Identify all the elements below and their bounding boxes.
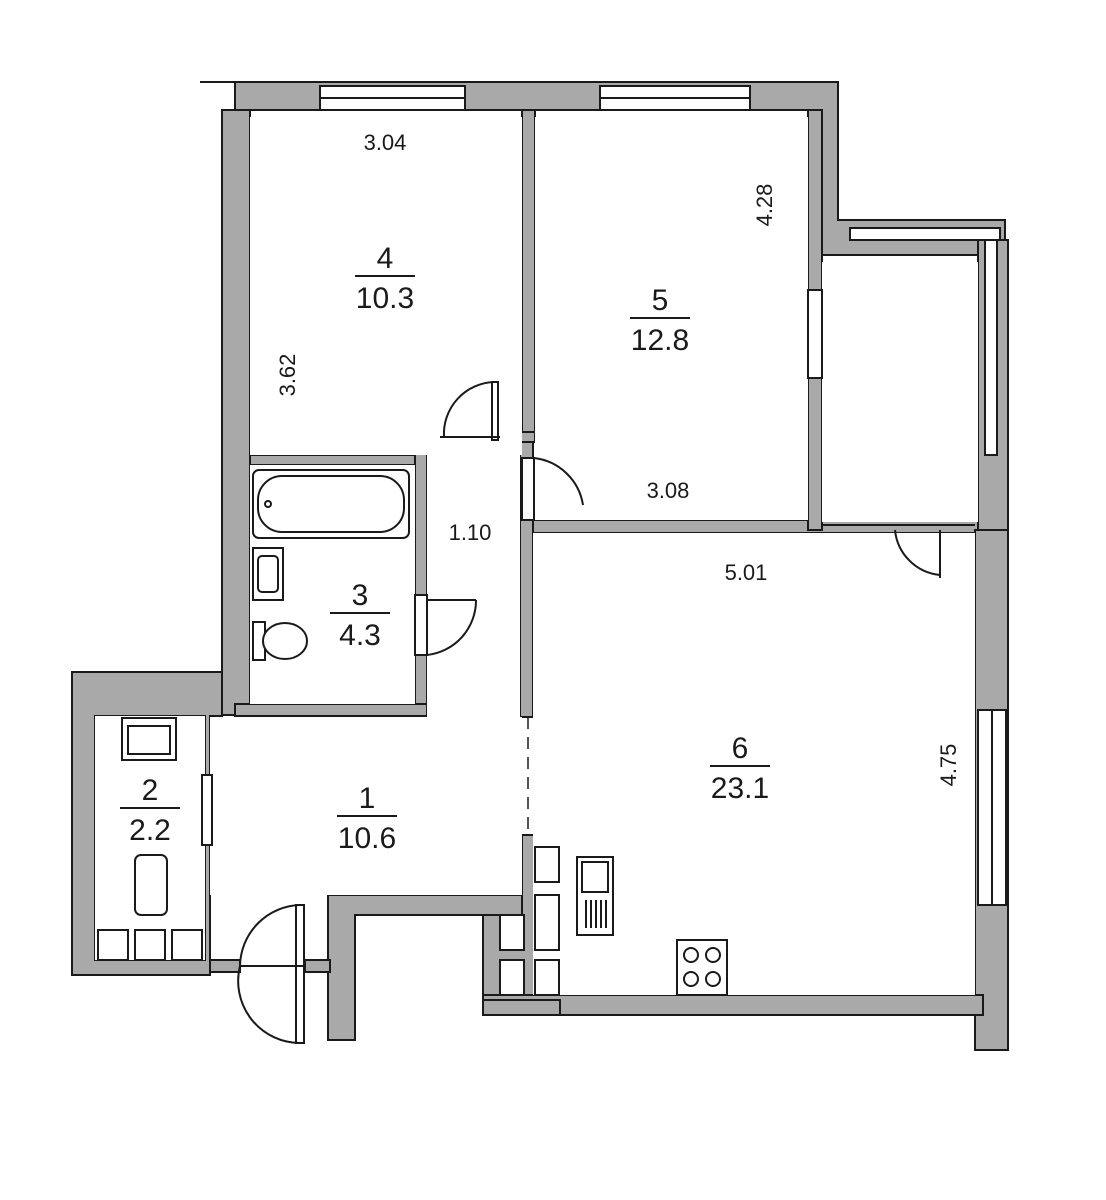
storage-box bbox=[97, 929, 129, 961]
room-number: 5 bbox=[652, 284, 669, 317]
storage-box bbox=[171, 929, 203, 961]
wall-entrance-left bbox=[209, 959, 241, 973]
room-number: 2 bbox=[142, 774, 159, 807]
kitchen-cabinet bbox=[499, 914, 525, 951]
room-1-label: 110.6 bbox=[337, 782, 397, 855]
dimension-labels: 3.04 3.62 4.28 3.08 1.10 5.01 4.75 bbox=[275, 130, 961, 786]
window-balcony-side bbox=[984, 239, 998, 456]
room-area: 12.8 bbox=[631, 324, 689, 357]
room-area: 10.3 bbox=[356, 282, 414, 315]
dimension-corridor-width: 1.10 bbox=[449, 520, 492, 545]
window-balcony-top bbox=[849, 227, 1001, 241]
wall-4-5 bbox=[521, 109, 536, 433]
dimension-room4-depth: 3.62 bbox=[275, 354, 300, 397]
room-4-floor bbox=[250, 117, 522, 455]
room-6-label: 623.1 bbox=[710, 732, 770, 805]
door-room4 bbox=[491, 381, 499, 441]
fixtures bbox=[97, 469, 728, 996]
room-5-label: 512.8 bbox=[630, 284, 690, 357]
room-area: 10.6 bbox=[338, 822, 396, 855]
wall-left-upper bbox=[221, 109, 251, 716]
wall-bath-right bbox=[414, 441, 428, 715]
room-number: 4 bbox=[377, 242, 394, 275]
room-1-floor bbox=[210, 717, 522, 895]
room-3-label: 34.3 bbox=[330, 579, 390, 652]
washing-machine bbox=[134, 854, 168, 916]
dimension-room6-width: 5.01 bbox=[725, 560, 768, 585]
storage-box bbox=[134, 929, 166, 961]
balcony-floor bbox=[822, 262, 978, 522]
wall-bath-bottom bbox=[234, 703, 428, 717]
entrance-door bbox=[295, 904, 305, 1044]
kitchen-cabinet bbox=[534, 846, 560, 883]
kitchen-cabinet bbox=[534, 894, 560, 951]
door-balcony bbox=[894, 529, 941, 576]
door-room5 bbox=[521, 457, 535, 521]
corridor-floor bbox=[427, 442, 520, 717]
room-number: 1 bbox=[359, 782, 376, 815]
wall-entrance-right bbox=[304, 959, 331, 973]
stove bbox=[676, 939, 728, 996]
windows bbox=[201, 85, 1007, 906]
dimension-room5-width: 3.08 bbox=[647, 478, 690, 503]
dimension-room5-depth: 4.28 bbox=[752, 184, 777, 227]
window-room2 bbox=[201, 774, 213, 846]
room-area: 23.1 bbox=[711, 772, 769, 805]
room-area: 4.3 bbox=[339, 619, 381, 652]
room-number: 3 bbox=[352, 579, 369, 612]
dimension-room4-width: 3.04 bbox=[364, 130, 407, 155]
doors bbox=[237, 381, 975, 1044]
room-4-label: 410.3 bbox=[355, 242, 415, 315]
drain-board bbox=[585, 900, 607, 928]
dimension-room6-depth: 4.75 bbox=[936, 744, 961, 787]
kitchen-cabinet bbox=[499, 959, 525, 996]
room-2-label: 22.2 bbox=[120, 774, 180, 847]
room-number: 6 bbox=[732, 732, 749, 765]
kitchen-cabinet bbox=[534, 959, 560, 996]
door-bathroom bbox=[414, 594, 428, 656]
window-balcony-door bbox=[807, 289, 823, 379]
room-interiors bbox=[95, 117, 978, 995]
room-area: 2.2 bbox=[129, 814, 171, 847]
